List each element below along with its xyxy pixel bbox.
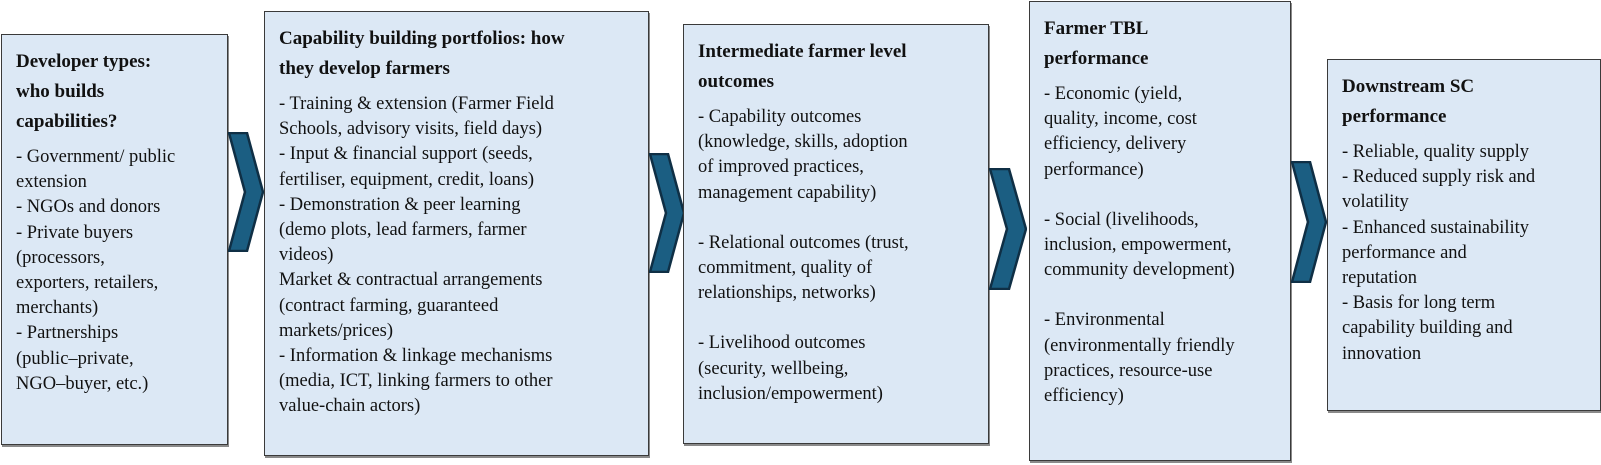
list-item: volatility [1342,192,1409,213]
list-item: exporters, retailers, [16,273,159,294]
list-item: capability building and [1342,318,1513,339]
chevron-right-icon [989,168,1027,290]
item-group: - Economic (yield, quality, income, cost… [1044,82,1276,183]
list-item: - Capability outcomes [698,107,862,127]
list-item: Schools, advisory visits, field days) [279,119,543,140]
list-item: - Economic (yield, [1044,84,1183,104]
list-item: - Basis for long term [1342,293,1496,314]
list-item: of improved practices, [698,157,864,178]
list-item: quality, income, cost [1044,109,1197,130]
chevron-right-icon [649,153,685,273]
list-item: (media, ICT, linking farmers to other [279,371,553,392]
list-item: efficiency, delivery [1044,134,1187,155]
list-item: inclusion/empowerment) [698,383,883,404]
item-group: - Training & extension (Farmer Field Sch… [279,92,634,420]
list-item: - Reduced supply risk and [1342,167,1536,188]
list-item: - Livelihood outcomes [698,333,866,354]
box-intermediate-outcomes: Intermediate farmer level outcomes - Cap… [683,24,989,444]
list-item: community development) [1044,260,1235,281]
list-item: - Partnerships [16,323,119,344]
list-item: videos) [279,245,334,266]
chevron-right-icon [228,132,264,252]
list-item: commitment, quality of [698,258,873,279]
list-item: - Government/ public [16,147,176,167]
box-title: Intermediate farmer level outcomes [698,41,907,92]
list-item: (environmentally friendly [1044,335,1235,356]
list-item: value-chain actors) [279,396,421,417]
box-farmer-tbl-performance: Farmer TBL performance - Economic (yield… [1029,1,1291,461]
item-group: - Relational outcomes (trust, commitment… [698,231,974,307]
list-item: - Reliable, quality supply [1342,142,1530,162]
item-group: - Reliable, quality supply - Reduced sup… [1342,140,1586,367]
list-item: inclusion, empowerment, [1044,235,1232,256]
list-item: performance) [1044,159,1144,180]
list-item: relationships, networks) [698,283,876,304]
list-item: - Information & linkage mechanisms [279,346,553,367]
list-item: (security, wellbeing, [698,358,849,379]
item-group: - Capability outcomes (knowledge, skills… [698,105,974,206]
list-item: - Input & financial support (seeds, [279,144,533,165]
list-item: (demo plots, lead farmers, farmer [279,220,527,241]
box-developer-types: Developer types: who builds capabilities… [1,34,228,445]
list-item: markets/prices) [279,320,394,341]
list-item: management capability) [698,182,877,203]
list-item: - Social (livelihoods, [1044,209,1199,230]
list-item: - Relational outcomes (trust, [698,232,909,253]
list-item: - Private buyers [16,222,134,243]
list-item: performance and [1342,242,1467,263]
list-item: - Training & extension (Farmer Field [279,94,554,114]
list-item: merchants) [16,298,99,319]
list-item: - NGOs and donors [16,197,161,218]
list-item: - Environmental [1044,310,1165,331]
box-title: Farmer TBL performance [1044,18,1149,69]
list-item: NGO–buyer, etc.) [16,373,149,394]
list-item: reputation [1342,268,1418,289]
list-item: practices, resource-use [1044,360,1213,381]
list-item: innovation [1342,343,1422,364]
list-item: - Demonstration & peer learning [279,194,521,215]
box-downstream-sc-performance: Downstream SC performance - Reliable, qu… [1327,59,1601,411]
list-item: - Enhanced sustainability [1342,217,1530,238]
list-item: (public–private, [16,348,134,369]
list-item: (knowledge, skills, adoption [698,132,908,153]
list-item: Market & contractual arrangements [279,270,543,291]
box-title: Developer types: who builds capabilities… [16,51,152,132]
box-title: Capability building portfolios: how they… [279,28,565,79]
item-group: - Social (livelihoods, inclusion, empowe… [1044,208,1276,284]
item-group: - Environmental (environmentally friendl… [1044,308,1276,409]
chevron-right-icon [1291,161,1327,283]
item-group: - Livelihood outcomes (security, wellbei… [698,331,974,407]
box-capability-building-portfolios: Capability building portfolios: how they… [264,11,649,456]
list-item: extension [16,172,87,193]
list-item: efficiency) [1044,386,1124,407]
list-item: (contract farming, guaranteed [279,295,499,316]
list-item: (processors, [16,247,105,268]
item-group: - Government/ public extension - NGOs an… [16,145,213,397]
box-title: Downstream SC performance [1342,76,1475,127]
list-item: fertiliser, equipment, credit, loans) [279,169,535,190]
